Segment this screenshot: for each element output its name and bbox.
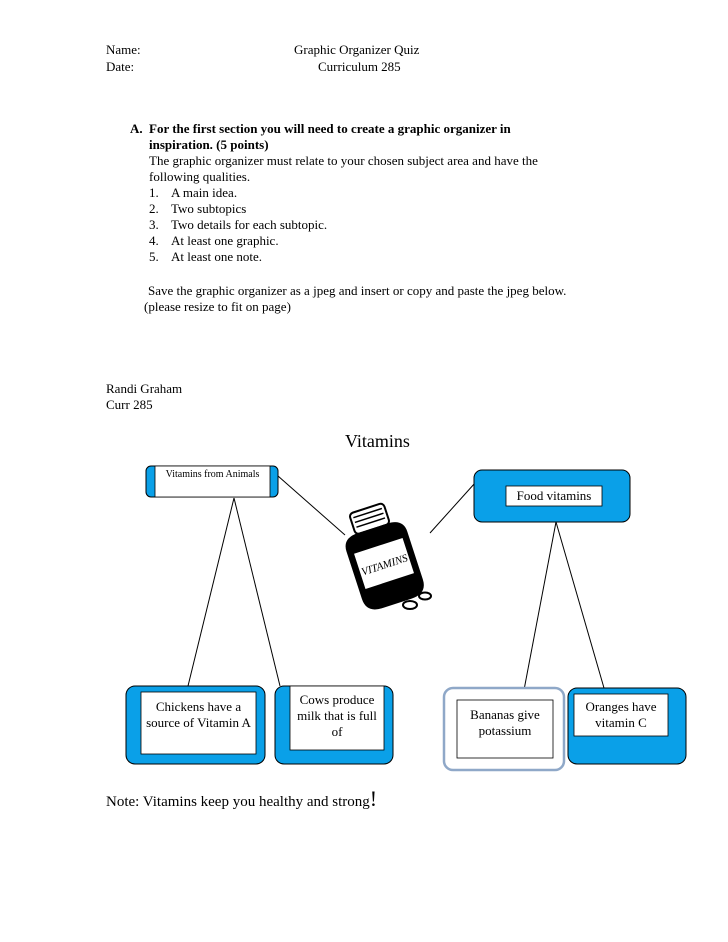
detail-right-2-box (567, 687, 687, 765)
author-name: Randi Graham (106, 381, 183, 396)
connector-line (555, 521, 605, 689)
connector-line (233, 497, 281, 687)
list-item-number: 3. (149, 217, 159, 232)
section-heading-line2: inspiration. (5 points) (149, 137, 269, 152)
section-heading-line1: For the first section you will need to c… (149, 121, 511, 136)
note-text: Note: Vitamins keep you healthy and stro… (106, 794, 370, 810)
note-exclamation: ! (369, 786, 378, 811)
page-title: Graphic Organizer Quiz (294, 42, 420, 57)
list-item-number: 2. (149, 201, 159, 216)
save-instruction-line2: (please resize to fit on page) (144, 299, 291, 314)
detail-left-1-text: Chickens have a source of Vitamin A (146, 699, 251, 730)
list-item: A main idea. (171, 185, 238, 200)
detail-right-1-text: Bananas give potassium (470, 707, 540, 738)
list-item: At least one note. (171, 249, 262, 264)
organizer-note: Note: Vitamins keep you healthy and stro… (106, 786, 377, 812)
intro-line1: The graphic organizer must relate to you… (149, 153, 538, 168)
list-item-number: 5. (149, 249, 159, 264)
detail-left-2-text: Cows produce milk that is full of (297, 692, 377, 739)
author-course: Curr 285 (106, 397, 153, 412)
connector-lines (187, 475, 605, 691)
section-letter: A. (130, 121, 143, 136)
save-instruction-line1: Save the graphic organizer as a jpeg and… (148, 283, 567, 298)
detail-left-2-box (274, 685, 394, 765)
subtopic-right-box (473, 469, 631, 523)
list-item-number: 4. (149, 233, 159, 248)
subtopic-left-label: Vitamins from Animals (165, 469, 260, 480)
detail-right-1-box (442, 686, 566, 772)
subtopic-right-label: Food vitamins (516, 488, 592, 503)
pill-icons (402, 591, 432, 610)
subtopic-left-box (145, 465, 279, 498)
main-idea: Vitamins (345, 431, 410, 451)
connector-line (523, 521, 557, 691)
connector-line (277, 475, 346, 536)
course-label: Curriculum 285 (318, 59, 401, 74)
list-item: Two subtopics (171, 201, 247, 216)
list-item: At least one graphic. (171, 233, 279, 248)
list-item: Two details for each subtopic. (171, 217, 328, 232)
detail-right-2-text: Oranges have vitamin C (585, 699, 657, 730)
intro-line2: following qualities. (149, 169, 251, 184)
date-label: Date: (106, 59, 135, 74)
name-label: Name: (106, 42, 141, 57)
detail-left-1-box (125, 685, 266, 765)
connector-line (429, 482, 476, 534)
list-item-number: 1. (149, 185, 159, 200)
vitamin-bottle-icon: VITAMINS (345, 502, 424, 610)
connector-line (187, 497, 235, 687)
